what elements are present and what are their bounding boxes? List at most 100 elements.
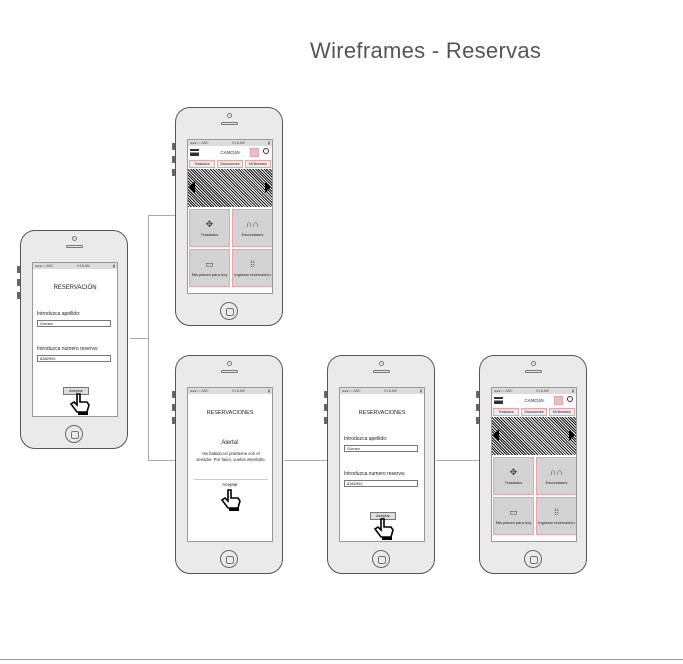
menu-icon[interactable]: [190, 149, 199, 156]
surname-label: Introduzca apellido:: [37, 311, 81, 317]
menu-icon[interactable]: [494, 397, 503, 404]
status-text: ●●●○○ ABC: [342, 389, 361, 393]
tab-excursiones[interactable]: Excursiones: [217, 160, 243, 168]
tab-excursiones[interactable]: Excursiones: [521, 408, 547, 416]
number-label: Introduzca numero reserva:: [37, 346, 99, 352]
tab-itinerario[interactable]: Mi itinerario: [549, 408, 575, 416]
image-carousel[interactable]: [492, 417, 576, 455]
tile-traslados[interactable]: ✥Traslados: [189, 209, 230, 247]
binoculars-icon: ∩∩: [550, 466, 563, 477]
status-text: ▮: [420, 389, 422, 393]
side-part: [324, 404, 327, 411]
side-part: [476, 417, 479, 424]
home-button: [524, 550, 542, 568]
prev-arrow-icon[interactable]: [189, 181, 195, 193]
app-header: CANCÚN: [188, 147, 272, 159]
calendar-icon: ▭: [205, 258, 214, 269]
side-part: [172, 391, 175, 398]
tile-excursiones[interactable]: ∩∩Excursiones: [232, 209, 272, 247]
side-part: [172, 156, 175, 163]
tile-traslados[interactable]: ✥Traslados: [493, 457, 534, 495]
page-title: Wireframes - Reservas: [310, 38, 542, 63]
tab-traslados[interactable]: Traslados: [189, 160, 215, 168]
arrows-icon: ✥: [509, 466, 518, 477]
status-text: ●●●○○ ABC: [190, 141, 209, 145]
grid-part: ✥Traslados ∩∩Excursiones ▭Mis planes par…: [189, 209, 272, 287]
screen-title: RESERVACIONES: [206, 410, 254, 416]
tab-traslados[interactable]: Traslados: [493, 408, 519, 416]
surname-input[interactable]: Gómez: [344, 445, 418, 452]
side-part: [17, 266, 20, 273]
status-text: 9:18 AM: [535, 389, 549, 393]
tile-ingresar-reservacion[interactable]: ⁞⁞Ingresar reservación: [232, 249, 272, 287]
status-text: ▮: [268, 389, 270, 393]
status-text: ▮: [113, 264, 115, 268]
status-bar: ●●●○○ ABC 9:18 AM ▮: [33, 263, 117, 269]
side-part: [17, 292, 20, 299]
accept-button[interactable]: Aceptar: [222, 482, 238, 487]
next-arrow-icon[interactable]: [569, 429, 575, 441]
cam-part: [379, 361, 384, 366]
prev-arrow-icon[interactable]: [493, 429, 499, 441]
number-input[interactable]: 8382992: [37, 355, 111, 362]
accept-button[interactable]: Aceptar: [63, 387, 89, 395]
number-label: Introduzca numero reserva:: [344, 471, 406, 477]
status-text: 9:18 AM: [76, 264, 90, 268]
cam-part: [531, 361, 536, 366]
app-header: CANCÚN: [492, 395, 576, 407]
status-text: ▮: [572, 389, 574, 393]
cam-part: [227, 113, 232, 118]
number-input[interactable]: 8382992: [344, 480, 418, 487]
status-text: 9:18 AM: [383, 389, 397, 393]
hand-cursor-icon: [373, 518, 394, 540]
tile-mis-planes[interactable]: ▭Mis planes para hoy: [493, 497, 534, 535]
status-bar: ●●●○○ ABC 9:18 AM ▮: [340, 388, 424, 394]
side-part: [476, 404, 479, 411]
side-part: [476, 391, 479, 398]
tab-itinerario[interactable]: Mi itinerario: [245, 160, 271, 168]
side-part: [324, 391, 327, 398]
speaker-part: [221, 122, 238, 125]
screen: ●●●○○ ABC 9:18 AM ▮ RESERVACIONES Introduz…: [339, 387, 425, 542]
connector: [436, 460, 479, 461]
screen-title: RESERVACIONES: [358, 410, 406, 416]
search-icon[interactable]: [567, 396, 573, 402]
calendar-icon: ▭: [509, 506, 518, 517]
surname-input[interactable]: Gómez: [37, 320, 111, 327]
connector: [148, 460, 175, 461]
phone-reservation-form-retry: ●●●○○ ABC 9:18 AM ▮ RESERVACIONES Introduz…: [324, 355, 435, 574]
grid-icon: ⁞⁞: [249, 258, 255, 269]
status-text: [194, 479, 268, 480]
hand-cursor-icon: [69, 393, 90, 415]
tile-mis-planes[interactable]: ▭Mis planes para hoy: [189, 249, 230, 287]
binoculars-icon: ∩∩: [246, 218, 259, 229]
side-part: [172, 417, 175, 424]
cam-part: [72, 236, 77, 241]
search-icon[interactable]: [263, 148, 269, 154]
speaker-part: [373, 370, 390, 373]
tile-ingresar-reservacion[interactable]: ⁞⁞Ingresar reservación: [536, 497, 576, 535]
tile-excursiones[interactable]: ∩∩Excursiones: [536, 457, 576, 495]
status-text: ●●●○○ ABC: [35, 264, 54, 268]
image-carousel[interactable]: [188, 169, 272, 207]
cam-part: [227, 361, 232, 366]
home-button: [65, 425, 83, 443]
hand-cursor-icon: [220, 489, 241, 511]
next-arrow-icon[interactable]: [265, 181, 271, 193]
connector: [148, 215, 175, 216]
status-text: ●●●○○ ABC: [190, 389, 209, 393]
status-text: ●●●○○ ABC: [494, 389, 513, 393]
status-text: ▮: [268, 141, 270, 145]
chat-icon[interactable]: [554, 396, 563, 405]
chat-icon[interactable]: [250, 148, 259, 157]
speaker-part: [221, 370, 238, 373]
